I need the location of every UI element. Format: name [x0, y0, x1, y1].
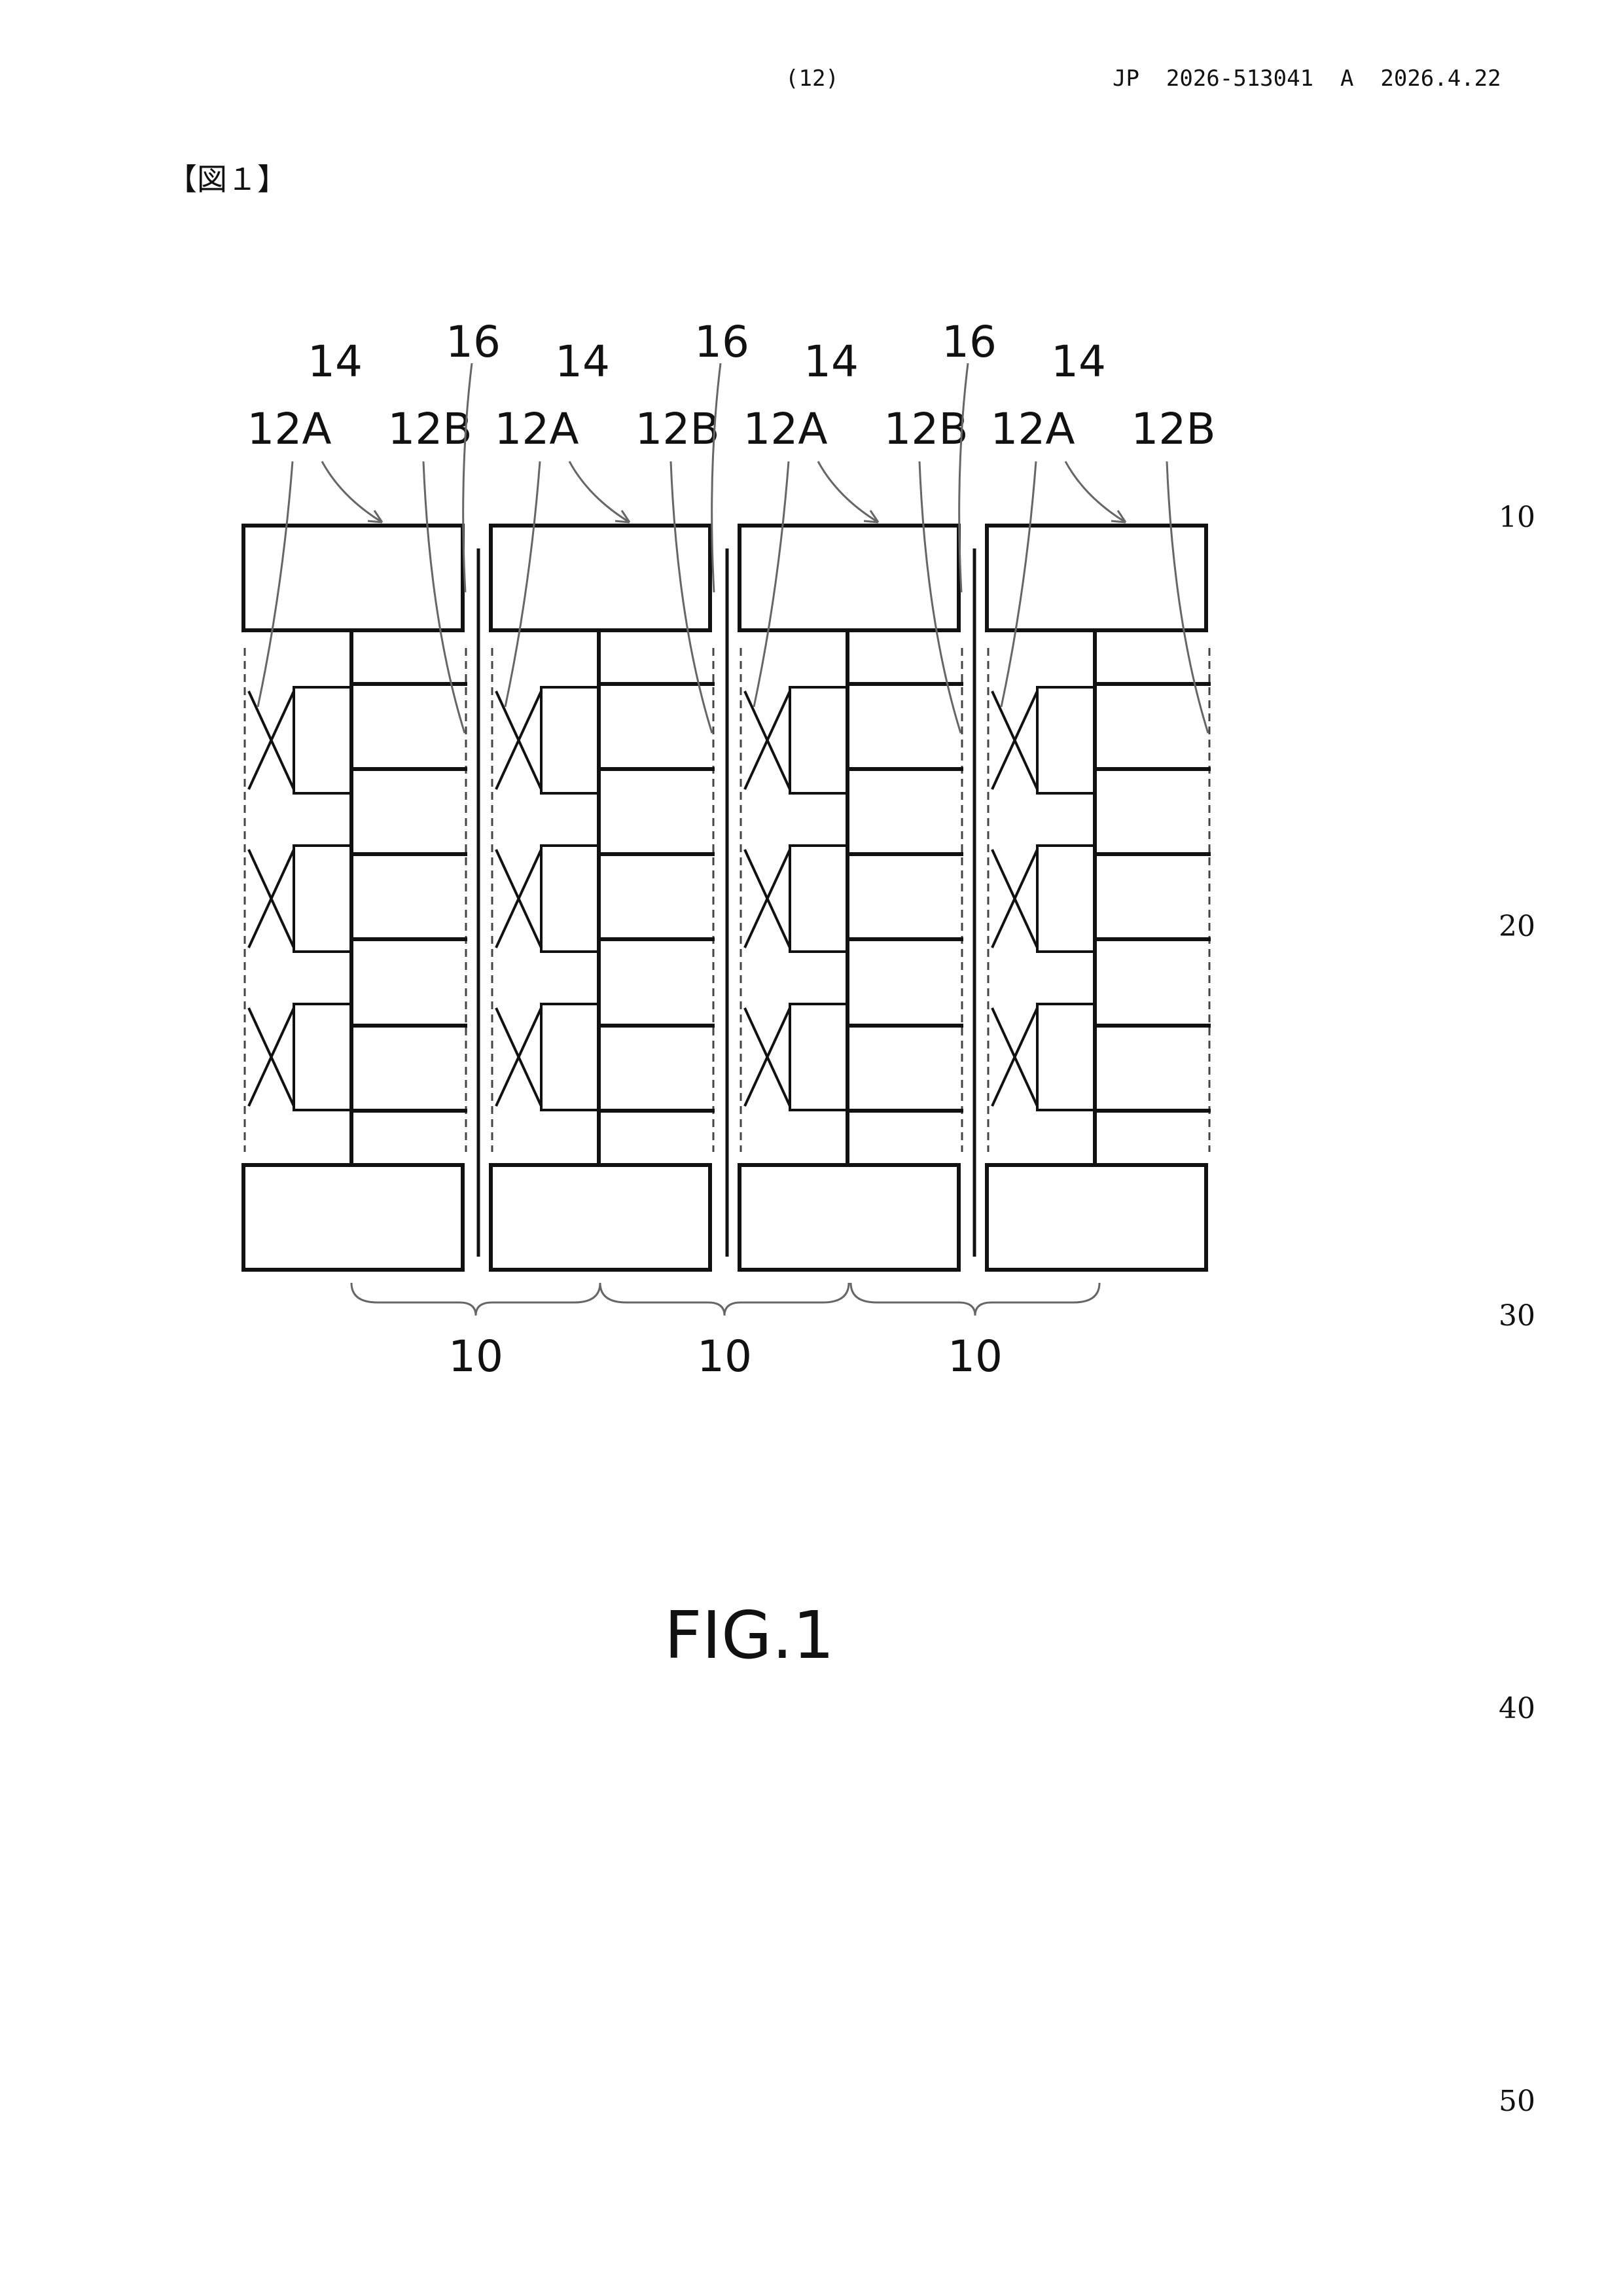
label-12b: 12B — [635, 404, 719, 454]
top-box — [491, 526, 710, 630]
element-box — [790, 687, 847, 793]
label-12b: 12B — [1131, 404, 1215, 454]
top-box — [987, 526, 1206, 630]
brace-10 — [351, 1283, 600, 1316]
cell-unit — [491, 461, 715, 1270]
arrowhead-14 — [615, 511, 630, 522]
bottom-box — [491, 1165, 710, 1270]
label-10: 10 — [948, 1331, 1003, 1382]
element-box — [541, 846, 599, 952]
label-12a: 12A — [247, 404, 331, 454]
element-box — [294, 1004, 351, 1110]
leader-12b — [919, 461, 961, 733]
leader-14 — [569, 461, 630, 522]
element-box — [541, 687, 599, 793]
cell-unit — [243, 461, 467, 1270]
label-12a: 12A — [743, 404, 827, 454]
leader-12a — [505, 461, 540, 707]
brace-10 — [851, 1283, 1099, 1316]
cell-unit — [987, 461, 1211, 1270]
label-16: 16 — [446, 317, 501, 367]
element-box — [294, 846, 351, 952]
element-box — [1037, 846, 1095, 952]
leader-16 — [712, 363, 721, 592]
label-12b: 12B — [387, 404, 472, 454]
element-box — [790, 1004, 847, 1110]
leader-14 — [818, 461, 878, 522]
leader-12a — [258, 461, 293, 707]
label-14: 14 — [804, 336, 859, 387]
label-10: 10 — [448, 1331, 503, 1382]
arrowhead-14 — [1111, 511, 1126, 522]
bottom-box — [243, 1165, 463, 1270]
element-box — [294, 687, 351, 793]
label-14: 14 — [1051, 336, 1106, 387]
label-10: 10 — [697, 1331, 752, 1382]
leader-12b — [671, 461, 712, 733]
leader-16 — [959, 363, 968, 592]
top-box — [243, 526, 463, 630]
leader-14 — [322, 461, 382, 522]
leader-12b — [423, 461, 465, 733]
element-box — [1037, 1004, 1095, 1110]
label-12b: 12B — [883, 404, 968, 454]
arrowhead-14 — [864, 511, 878, 522]
label-12a: 12A — [990, 404, 1075, 454]
arrowhead-14 — [368, 511, 382, 522]
element-box — [1037, 687, 1095, 793]
bottom-box — [987, 1165, 1206, 1270]
figure-caption: FIG.1 — [664, 1597, 834, 1674]
label-16: 16 — [942, 317, 997, 367]
label-14: 14 — [308, 336, 363, 387]
label-12a: 12A — [494, 404, 579, 454]
leader-12a — [1001, 461, 1036, 707]
leader-16 — [463, 363, 472, 592]
leader-14 — [1065, 461, 1126, 522]
top-box — [740, 526, 959, 630]
label-14: 14 — [555, 336, 610, 387]
element-box — [541, 1004, 599, 1110]
leader-12a — [754, 461, 789, 707]
element-box — [790, 846, 847, 952]
label-16: 16 — [694, 317, 749, 367]
leader-12b — [1167, 461, 1208, 733]
brace-10 — [600, 1283, 849, 1316]
bottom-box — [740, 1165, 959, 1270]
cell-unit — [740, 461, 963, 1270]
